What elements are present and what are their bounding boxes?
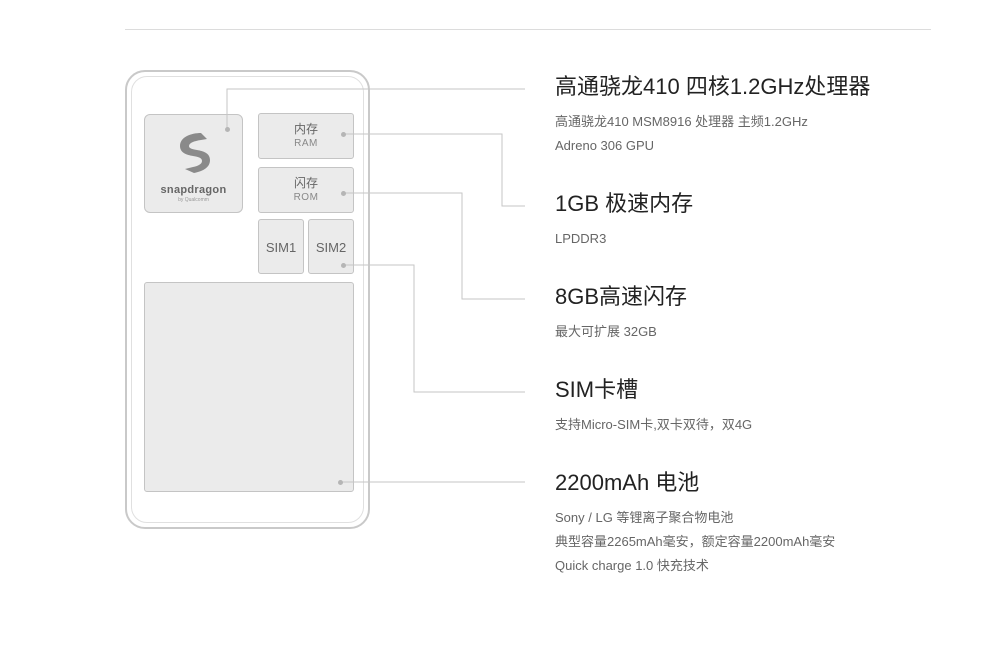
battery-block <box>144 282 354 492</box>
spec-battery-line: Sony / LG 等锂离子聚合物电池 <box>555 510 734 525</box>
spec-battery-title: 2200mAh 电池 <box>555 470 700 495</box>
spec-sim-title: SIM卡槽 <box>555 377 639 402</box>
spec-battery-line: Quick charge 1.0 快充技术 <box>555 558 709 573</box>
ram-chip-subtitle: RAM <box>294 138 318 149</box>
snapdragon-logo-icon <box>180 133 210 173</box>
ram-chip-title: 内存 <box>293 122 318 136</box>
sim2-slot: SIM2 <box>308 219 354 274</box>
spec-processor-title: 高通骁龙410 四核1.2GHz处理器 <box>555 74 871 99</box>
top-divider <box>125 29 931 30</box>
spec-sim-line: 支持Micro-SIM卡,双卡双待，双4G <box>555 417 753 432</box>
spec-storage-title: 8GB高速闪存 <box>555 284 688 309</box>
ram-callout-line <box>343 133 525 207</box>
rom-chip-subtitle: ROM <box>293 192 319 203</box>
ram-anchor-dot <box>340 131 346 137</box>
spec-storage: 8GB高速闪存 最大可扩展 32GB <box>555 283 687 344</box>
sim1-label: SIM1 <box>265 240 297 255</box>
spec-battery-line: 典型容量2265mAh毫安，额定容量2200mAh毫安 <box>555 534 836 549</box>
spec-processor: 高通骁龙410 四核1.2GHz处理器 高通骁龙410 MSM8916 处理器 … <box>555 73 870 158</box>
spec-battery: 2200mAh 电池 Sony / LG 等锂离子聚合物电池 典型容量2265m… <box>555 469 835 578</box>
qualcomm-byline: by Qualcomm <box>178 197 209 203</box>
rom-callout-line <box>343 192 525 300</box>
rom-chip-title: 闪存 <box>293 176 318 190</box>
spec-memory: 1GB 极速内存 LPDDR3 <box>555 190 693 251</box>
rom-anchor-dot <box>340 190 346 196</box>
sim-anchor-dot <box>340 262 346 268</box>
spec-processor-line: 高通骁龙410 MSM8916 处理器 主频1.2GHz <box>555 114 808 129</box>
ram-chip: 内存 RAM <box>258 113 354 159</box>
spec-processor-line: Adreno 306 GPU <box>555 138 655 153</box>
sim-callout-line <box>343 264 525 393</box>
spec-sim: SIM卡槽 支持Micro-SIM卡,双卡双待，双4G <box>555 376 752 437</box>
cpu-anchor-dot <box>224 126 230 132</box>
spec-storage-line: 最大可扩展 32GB <box>555 324 657 339</box>
battery-anchor-dot <box>337 479 343 485</box>
sim1-slot: SIM1 <box>258 219 304 274</box>
sim2-label: SIM2 <box>315 240 347 255</box>
spec-memory-title: 1GB 极速内存 <box>555 191 694 216</box>
spec-memory-line: LPDDR3 <box>555 231 607 246</box>
snapdragon-wordmark: snapdragon <box>160 184 227 196</box>
rom-chip: 闪存 ROM <box>258 167 354 213</box>
